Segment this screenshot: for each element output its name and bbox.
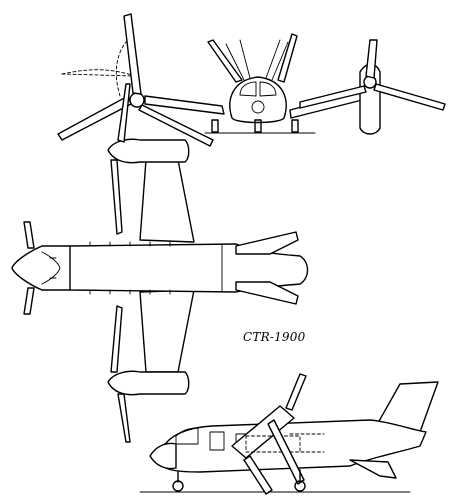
top-canopy <box>41 251 61 285</box>
top-view <box>11 83 309 443</box>
top-lower-blade <box>110 305 123 373</box>
top-nose-blade-down <box>23 287 35 315</box>
top-tail-lower <box>235 281 299 305</box>
front-right-blade-right <box>373 83 446 111</box>
side-door <box>209 431 225 451</box>
top-lower-blade-tip <box>117 393 131 443</box>
front-windshield-right <box>259 81 277 97</box>
front-gear-right <box>291 119 299 133</box>
side-fuselage <box>159 419 427 473</box>
side-horizontal-tail <box>349 459 397 479</box>
top-upper-blade <box>110 159 123 235</box>
side-cockpit <box>175 427 199 445</box>
side-blade-long <box>267 419 305 485</box>
front-tail-left <box>207 39 243 83</box>
side-blade-down <box>243 455 273 495</box>
front-windshield-left <box>239 81 257 97</box>
top-nose-spinner <box>11 245 71 291</box>
side-view <box>139 373 439 495</box>
top-tail-upper <box>235 231 299 255</box>
rotor-conversion-arc <box>61 39 136 97</box>
front-fuselage <box>229 76 287 124</box>
front-left-blade-up <box>123 13 142 95</box>
top-upper-nacelle <box>107 138 190 164</box>
side-nacelle <box>231 405 295 459</box>
front-tail-mid-left <box>225 39 251 81</box>
front-gear-center <box>254 119 262 133</box>
figure-caption: CTR-1900 <box>243 330 306 344</box>
front-view <box>57 13 446 147</box>
front-tail-right <box>277 33 298 83</box>
top-upper-wing <box>139 159 195 243</box>
side-blade-up <box>285 373 307 411</box>
front-gear-left <box>211 119 219 133</box>
top-lower-nacelle <box>107 370 190 396</box>
front-right-blade-left <box>299 85 367 109</box>
front-left-wing <box>144 95 225 115</box>
side-nose <box>149 442 177 470</box>
top-upper-blade-tip <box>117 83 131 143</box>
front-left-blade-right <box>138 104 214 147</box>
front-right-blade-up <box>365 39 378 79</box>
top-fuselage-marks <box>89 241 171 295</box>
front-tail-mid-right <box>265 39 289 81</box>
top-lower-wing <box>139 289 195 373</box>
top-nose-blade-up <box>23 221 35 249</box>
front-nose <box>251 100 265 114</box>
